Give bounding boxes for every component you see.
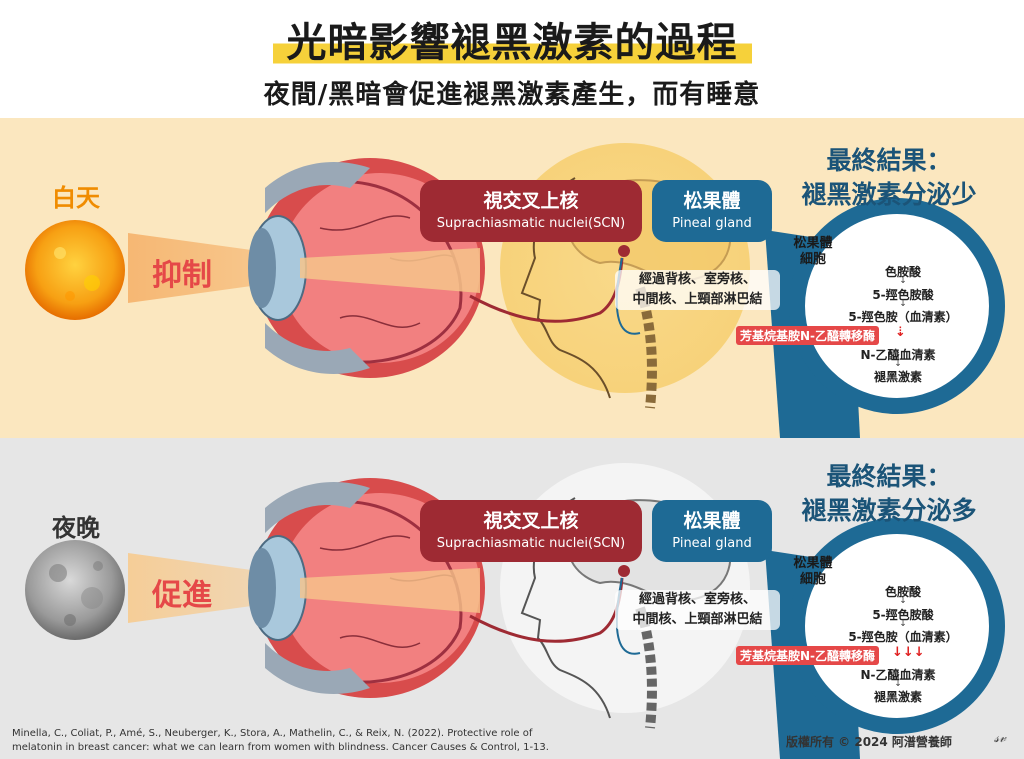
night-panel: 夜晚 促進 最終結果： 褪黑激素分泌多 視交叉上核 Suprachiasmati…: [0, 438, 1024, 759]
pineal-english: Pineal gland: [672, 216, 752, 231]
night-result: 最終結果： 褪黑激素分泌多: [764, 460, 1014, 528]
scn-node: [618, 245, 630, 257]
step-tryptophan: 色胺酸: [884, 585, 921, 599]
step-tryptophan: 色胺酸: [884, 265, 921, 279]
inner-beam: [300, 248, 480, 293]
day-result: 最終結果： 褪黑激素分泌少: [764, 144, 1014, 212]
day-label: 白天: [52, 184, 100, 212]
step-serotonin: 5-羥色胺（血清素）: [848, 630, 958, 644]
moon-icon: [25, 540, 125, 640]
promote-label: 促進: [152, 578, 212, 613]
step-n-acetylserotonin: N-乙醯血清素: [860, 348, 936, 362]
page-subtitle: 夜間/黑暗會促進褪黑激素產生，而有睡意: [263, 80, 761, 110]
step-melatonin: 褪黑激素: [873, 370, 922, 384]
day-panel: 白天 抑制 最終結果： 褪黑激素分泌少 視交叉上核 Suprachiasmati…: [0, 118, 1024, 438]
down-arrow-icon: ↓: [894, 679, 902, 689]
night-label: 夜晚: [52, 514, 100, 542]
result-heading: 最終結果：: [826, 146, 952, 175]
step-5htp: 5-羥色胺酸: [872, 288, 934, 302]
light-beam: [128, 553, 310, 623]
result-text: 褪黑激素分泌少: [801, 180, 977, 209]
step-5htp: 5-羥色胺酸: [872, 608, 934, 622]
pineal-box: 松果體 Pineal gland: [652, 180, 772, 242]
pineal-english: Pineal gland: [672, 536, 752, 551]
copyright-notice: 版權所有 © 2024 阿潽營養師: [786, 735, 952, 749]
inhibit-label: 抑制: [152, 258, 212, 293]
header: 光暗影響褪黑激素的過程 夜間/黑暗會促進褪黑激素產生，而有睡意: [0, 0, 1024, 118]
step-melatonin: 褪黑激素: [873, 690, 922, 704]
step-n-acetylserotonin: N-乙醯血清素: [860, 668, 936, 682]
pineal-cell-title: 松果體 細胞: [793, 236, 833, 267]
down-arrow-icon: ↓: [899, 596, 907, 606]
pineal-title: 松果體: [683, 510, 741, 532]
inner-beam: [300, 568, 480, 613]
scn-box: 視交叉上核 Suprachiasmatic nuclei(SCN): [420, 180, 642, 242]
scn-english: Suprachiasmatic nuclei(SCN): [436, 536, 626, 551]
pineal-box: 松果體 Pineal gland: [652, 500, 772, 562]
spine: [635, 286, 657, 409]
result-heading: 最終結果：: [826, 462, 952, 491]
step-serotonin: 5-羥色胺（血清素）: [848, 310, 958, 324]
cell-circle: [789, 518, 1005, 734]
down-arrow-icon: ↓: [899, 619, 907, 629]
scn-title: 視交叉上核: [483, 190, 579, 212]
enzyme-triple-arrow-icon: ↓↓↓: [892, 645, 925, 660]
cell-circle: [789, 198, 1005, 414]
signature: 𝓈𝓋: [994, 730, 1007, 746]
enzyme-arrow-icon: ⇣: [895, 325, 906, 340]
neural-pathway: 經過背核、室旁核、 中間核、上頸部淋巴結: [615, 270, 780, 310]
reference-citation: Minella, C., Coliat, P., Amé, S., Neuber…: [12, 728, 549, 753]
down-arrow-icon: ↓: [899, 299, 907, 309]
down-arrow-icon: ↓: [899, 276, 907, 286]
enzyme-badge: 芳基烷基胺N-乙醯轉移酶: [736, 646, 880, 665]
pineal-cell-title: 松果體 細胞: [793, 556, 833, 587]
scn-node: [618, 565, 630, 577]
neural-pathway: 經過背核、室旁核、 中間核、上頸部淋巴結: [615, 590, 780, 630]
scn-box: 視交叉上核 Suprachiasmatic nuclei(SCN): [420, 500, 642, 562]
page-title: 光暗影響褪黑激素的過程: [272, 10, 752, 68]
sun-icon: [25, 220, 125, 320]
down-arrow-icon: ↓: [894, 359, 902, 369]
pineal-title: 松果體: [683, 190, 741, 212]
light-beam: [128, 233, 310, 303]
scn-english: Suprachiasmatic nuclei(SCN): [436, 216, 626, 231]
result-text: 褪黑激素分泌多: [801, 496, 977, 525]
scn-title: 視交叉上核: [483, 510, 579, 532]
spine: [635, 606, 657, 729]
enzyme-badge: 芳基烷基胺N-乙醯轉移酶: [736, 326, 880, 345]
